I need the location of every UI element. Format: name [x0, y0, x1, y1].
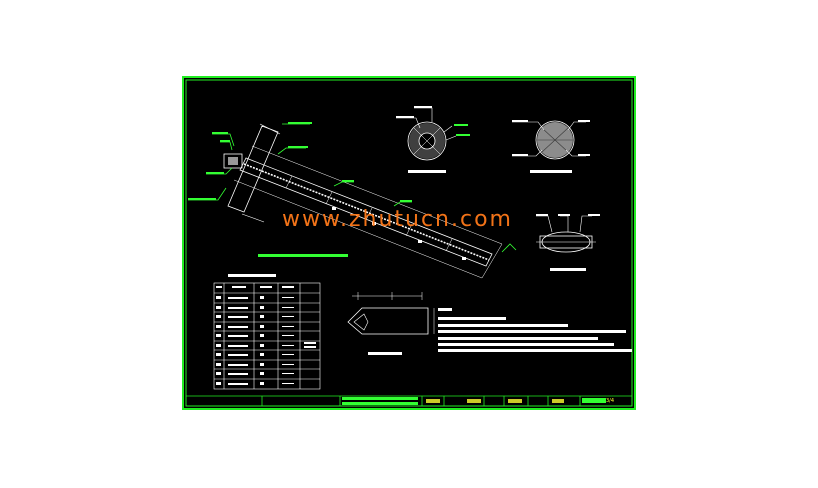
anchor-elevation [188, 122, 517, 279]
title-block-drawing-no [582, 398, 606, 403]
anchor-shoe-detail [347, 292, 435, 355]
notes-block [438, 308, 632, 352]
title-block-name-bar-2 [342, 402, 418, 405]
drawing-canvas [182, 76, 636, 410]
material-table-cells [216, 286, 316, 385]
section-1-1-caption [408, 170, 446, 173]
section-2-2-caption [530, 170, 572, 173]
bracket-caption [550, 268, 586, 271]
outer-frame [182, 76, 636, 410]
section-1-1 [396, 106, 470, 173]
watermark-text: www.zhutucn.com [282, 207, 513, 232]
title-block-name-bar-1 [342, 397, 418, 400]
elevation-caption-bar [258, 254, 348, 257]
title-block-page-label: 3/4 [606, 398, 615, 404]
centering-bracket-detail [536, 214, 600, 271]
material-table-caption [228, 274, 276, 277]
material-table [213, 282, 321, 390]
drawing-sheet: www.zhutucn.com 3/4 [182, 76, 636, 410]
section-2-2 [512, 120, 590, 173]
inner-frame [185, 79, 633, 407]
title-block [186, 395, 632, 406]
shoe-caption [368, 352, 402, 355]
